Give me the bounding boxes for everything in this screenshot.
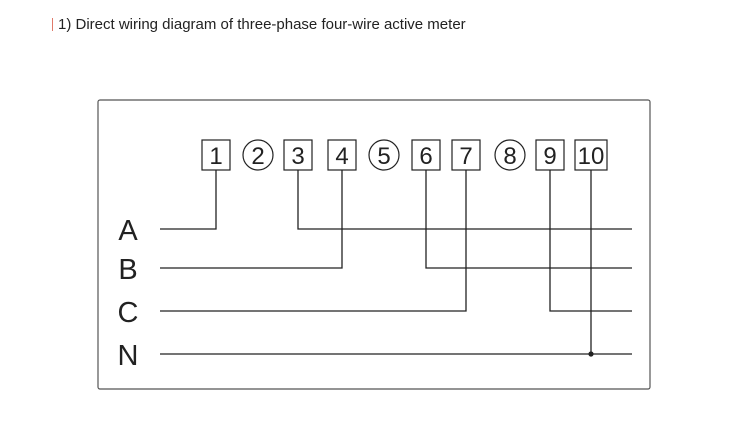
terminal-2: 2 [242, 139, 274, 171]
diagram-caption: 1) Direct wiring diagram of three-phase … [52, 16, 466, 33]
neutral-junction-dot [588, 351, 594, 357]
wire-a-line-in [160, 170, 217, 230]
terminal-5-label: 5 [377, 143, 390, 170]
terminal-4: 4 [327, 139, 357, 171]
phase-label-c: C [118, 297, 139, 329]
terminal-4-box [327, 139, 357, 171]
meter-frame [97, 99, 651, 390]
terminal-6: 6 [411, 139, 441, 171]
terminal-10: 10 [574, 139, 608, 171]
phase-label-a: A [118, 215, 138, 247]
terminal-3-label: 3 [291, 143, 304, 170]
terminal-3: 3 [283, 139, 313, 171]
terminal-7-box [451, 139, 481, 171]
terminal-6-label: 6 [419, 143, 432, 170]
terminal-10-box [574, 139, 608, 171]
terminal-4-label: 4 [335, 143, 348, 170]
terminal-1-label: 1 [209, 143, 222, 170]
terminal-7: 7 [451, 139, 481, 171]
terminal-2-circle [242, 139, 274, 171]
terminal-2-label: 2 [251, 143, 264, 170]
terminal-5-circle [368, 139, 400, 171]
terminal-1: 1 [201, 139, 231, 171]
terminal-8: 8 [494, 139, 526, 171]
wire-b-line-in [160, 170, 343, 269]
wire-c-load-out [549, 170, 632, 312]
terminal-10-label: 10 [578, 143, 605, 170]
terminal-8-circle [494, 139, 526, 171]
wire-lines [160, 170, 632, 357]
phase-label-b: B [118, 254, 137, 286]
terminal-7-label: 7 [459, 143, 472, 170]
wire-c-line-in [160, 170, 467, 312]
phase-label-n: N [118, 340, 139, 372]
wire-a-load-out [297, 170, 632, 230]
terminal-8-label: 8 [503, 143, 516, 170]
terminal-9: 9 [535, 139, 565, 171]
terminal-3-box [283, 139, 313, 171]
terminal-9-label: 9 [543, 143, 556, 170]
wire-b-load-out [425, 170, 632, 269]
terminal-1-box [201, 139, 231, 171]
terminal-9-box [535, 139, 565, 171]
caption-marker [52, 18, 53, 31]
terminal-5: 5 [368, 139, 400, 171]
caption-text: 1) Direct wiring diagram of three-phase … [58, 16, 466, 33]
